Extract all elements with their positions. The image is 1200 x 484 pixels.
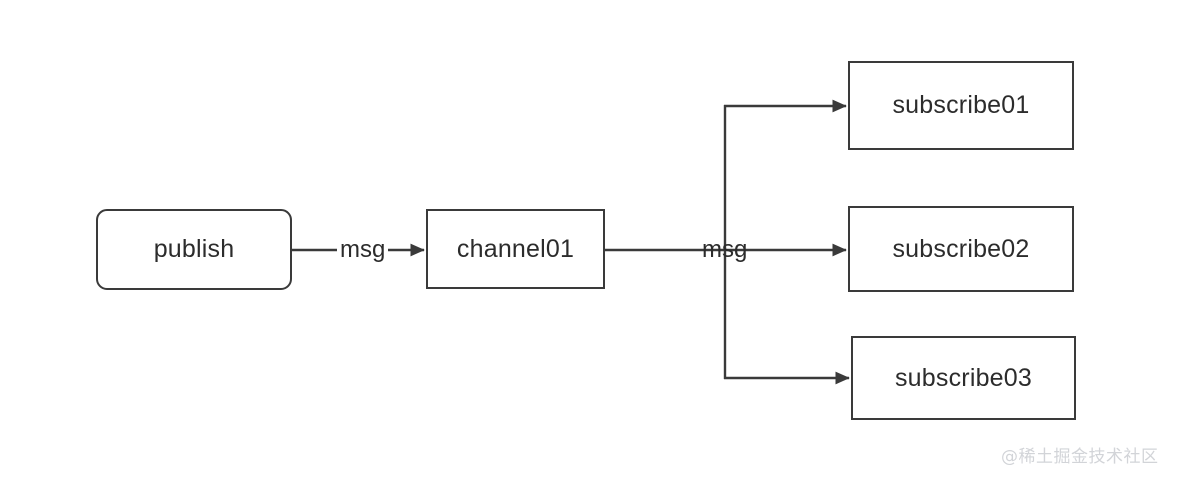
watermark: @稀土掘金技术社区	[1001, 447, 1159, 467]
node-subscribe03[interactable]: subscribe03	[851, 336, 1076, 420]
node-subscribe03-label: subscribe03	[894, 363, 1032, 392]
node-channel01[interactable]: channel01	[426, 209, 605, 289]
node-subscribe01-label: subscribe01	[892, 91, 1030, 119]
node-publish-label: publish	[153, 235, 235, 263]
edge-label-msg-1: msg	[340, 236, 386, 263]
node-publish[interactable]: publish	[96, 209, 292, 290]
node-channel01-label: channel01	[456, 234, 575, 263]
edge-label-channel01-to-trunk: msg	[699, 238, 750, 262]
node-subscribe02[interactable]: subscribe02	[848, 206, 1074, 292]
edge-label-publish-to-channel01: msg	[337, 236, 389, 263]
node-subscribe02-label: subscribe02	[892, 234, 1030, 263]
edge-label-msg-2: msg	[702, 236, 748, 263]
node-subscribe01[interactable]: subscribe01	[848, 61, 1074, 150]
